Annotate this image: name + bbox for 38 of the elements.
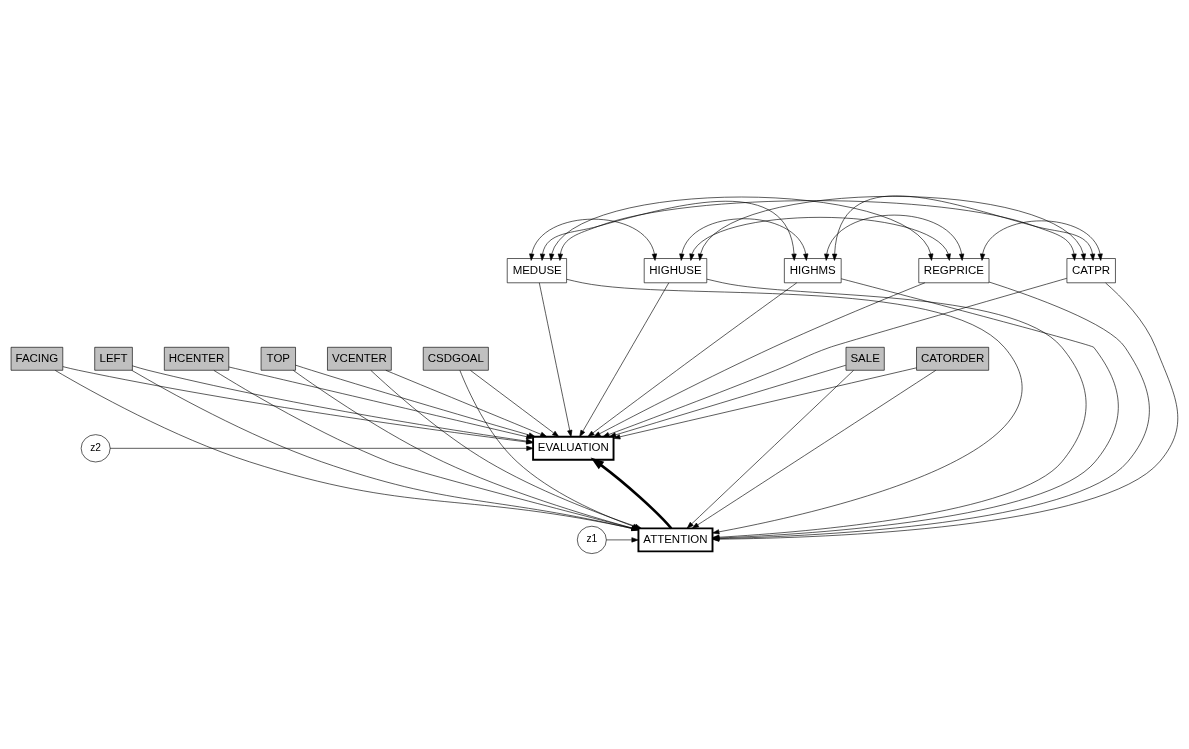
node-box: SALE — [845, 346, 885, 371]
arrow — [697, 196, 1086, 261]
arrow — [609, 364, 847, 438]
node-box: ATTENTION — [637, 527, 714, 553]
node-box: FACING — [10, 346, 64, 371]
arrow — [602, 278, 1068, 438]
arrow — [549, 196, 934, 261]
node-box: VCENTER — [327, 346, 392, 371]
arrow — [587, 282, 798, 438]
arrow — [540, 200, 797, 261]
node-circle: z2 — [80, 434, 111, 463]
node-circle: z1 — [576, 525, 607, 554]
arrow — [686, 370, 854, 529]
arrow — [824, 214, 965, 261]
node-box: CATORDER — [916, 346, 989, 371]
node-box: HIGHUSE — [643, 258, 708, 284]
node-box: HIGHMS — [784, 258, 842, 284]
node-box: TOP — [260, 346, 296, 371]
arrow — [538, 282, 573, 438]
node-box: LEFT — [94, 346, 133, 371]
node-box: REGPRICE — [918, 258, 990, 284]
arrow — [679, 218, 809, 261]
node-box: MEDUSE — [506, 258, 567, 284]
arrow — [557, 200, 1077, 261]
arrow — [529, 218, 657, 261]
node-box: CSDGOAL — [422, 346, 489, 371]
node-box: CATPR — [1066, 258, 1116, 284]
node-box: HCENTER — [164, 346, 230, 371]
arrow — [109, 445, 534, 451]
arrow — [832, 195, 1096, 261]
arrow — [606, 537, 639, 543]
node-box: EVALUATION — [532, 435, 615, 461]
arrow — [593, 282, 926, 438]
arrow — [980, 220, 1103, 261]
arrow — [689, 217, 951, 261]
arrow — [579, 282, 670, 438]
arrow — [613, 367, 917, 440]
arrow — [691, 370, 937, 529]
